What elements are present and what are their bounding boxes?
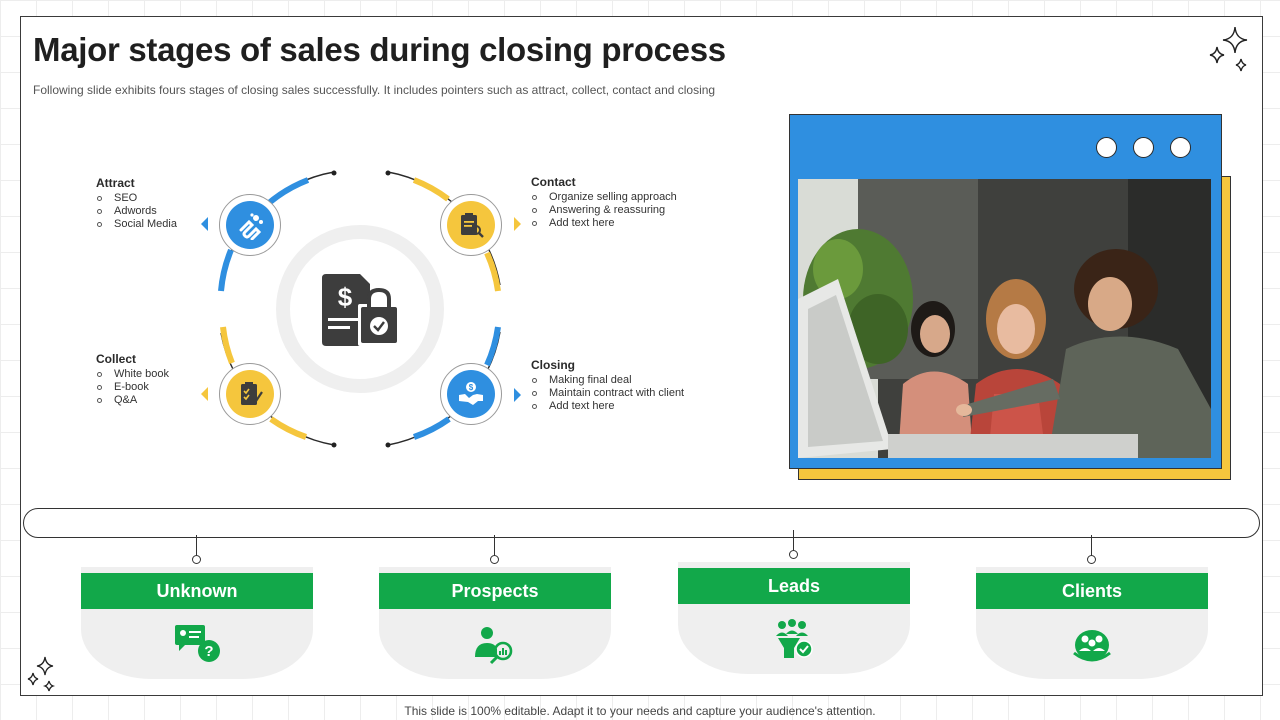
pointer-arrow (201, 217, 208, 231)
group-check-icon (776, 619, 813, 658)
slide-frame: Major stages of sales during closing pro… (20, 16, 1263, 696)
stage-item: Answering & reassuring (531, 204, 677, 217)
stage-node-collect (219, 363, 281, 425)
pointer-arrow (514, 217, 521, 231)
stage-item: E-book (96, 381, 169, 394)
stage-item: Making final deal (531, 374, 684, 387)
stage-item: Social Media (96, 218, 177, 231)
checklist-icon (241, 382, 263, 405)
pipeline-label: Clients (976, 573, 1208, 609)
stage-ring (218, 170, 501, 448)
stage-item: Organize selling approach (531, 191, 677, 204)
stage-item: Maintain contract with client (531, 387, 684, 400)
photo-illustration (798, 179, 1211, 458)
window-dot (1096, 137, 1117, 158)
stage-heading: Attract (96, 176, 135, 190)
stage-item: SEO (96, 192, 177, 205)
pipeline-label: Leads (678, 568, 910, 604)
stage-attract: Attract SEO Adwords Social Media (96, 176, 177, 231)
person-search-icon (475, 627, 513, 665)
pipeline-label: Prospects (379, 573, 611, 609)
page-subtitle: Following slide exhibits fours stages of… (33, 83, 716, 97)
pipeline-card-leads: Leads (678, 530, 910, 678)
chat-question-icon: ? (175, 625, 220, 662)
stage-item: Adwords (96, 205, 177, 218)
pipeline-card-unknown: Unknown ? (81, 535, 313, 683)
pointer-arrow (201, 387, 208, 401)
stage-contact: Contact Organize selling approach Answer… (531, 175, 677, 230)
window-dots (1096, 137, 1191, 158)
photo-window (789, 114, 1222, 469)
window-dot (1170, 137, 1191, 158)
handshake-icon: $ (459, 382, 483, 405)
client-group-icon (1073, 630, 1111, 662)
clipboard-search-icon (461, 213, 484, 238)
pointer-arrow (514, 388, 521, 402)
svg-text:$: $ (469, 383, 474, 392)
pipeline-card-prospects: Prospects (379, 535, 611, 683)
window-dot (1133, 137, 1154, 158)
stage-item: Q&A (96, 394, 169, 407)
pipeline-bar (23, 508, 1260, 538)
page-title: Major stages of sales during closing pro… (33, 31, 726, 68)
sparkle-icon (27, 656, 56, 692)
inner-ring (276, 225, 444, 393)
stage-node-attract (219, 194, 281, 256)
stage-heading: Closing (531, 358, 575, 372)
stage-node-closing: $ (440, 363, 502, 425)
stage-closing: Closing Making final deal Maintain contr… (531, 358, 684, 413)
stage-item: Add text here (531, 217, 677, 230)
stage-item: White book (96, 368, 169, 381)
magnet-icon (239, 213, 263, 240)
pipeline-label: Unknown (81, 573, 313, 609)
stage-node-contact (440, 194, 502, 256)
stage-item: Add text here (531, 400, 684, 413)
svg-text:?: ? (204, 643, 213, 660)
stage-heading: Contact (531, 175, 576, 189)
pipeline-card-clients: Clients (976, 535, 1208, 683)
footer-note: This slide is 100% editable. Adapt it to… (404, 704, 876, 718)
invoice-shopping-bag-icon: $ (322, 274, 400, 346)
team-meeting-photo (798, 179, 1211, 458)
stage-collect: Collect White book E-book Q&A (96, 352, 169, 407)
svg-text:$: $ (338, 282, 353, 312)
stage-heading: Collect (96, 352, 137, 366)
sparkle-icon (1209, 26, 1248, 72)
